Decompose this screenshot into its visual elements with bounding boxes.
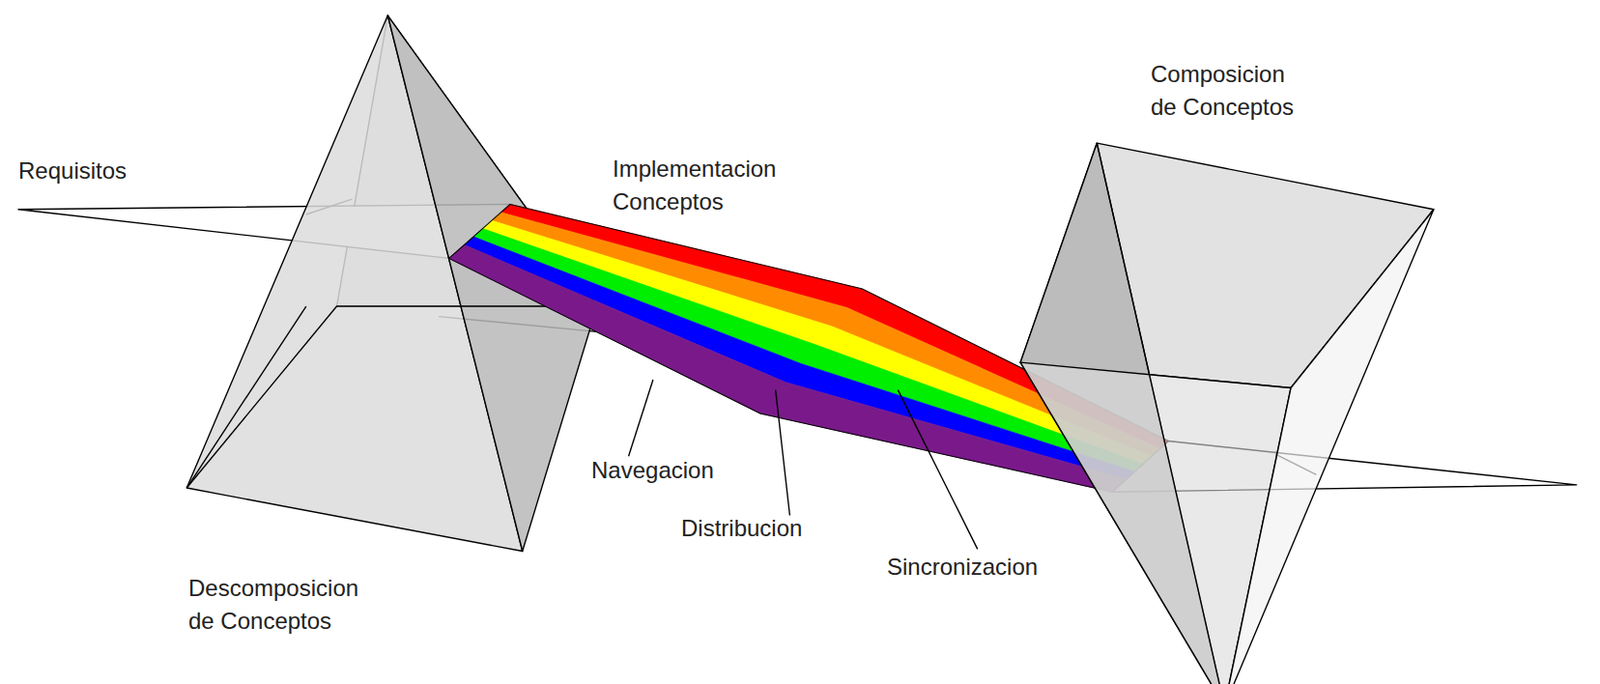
prism-edge	[186, 306, 307, 488]
label: Navegacion	[591, 454, 715, 487]
leader-line	[628, 379, 654, 457]
leader-line	[775, 390, 791, 516]
label: Requisitos	[18, 154, 127, 188]
prism-edge	[186, 306, 598, 488]
leader-line	[897, 390, 977, 550]
label: Sincronizacion	[886, 550, 1038, 584]
label: Distribucion	[681, 512, 802, 545]
label: Implementacion Conceptos	[612, 152, 787, 218]
prism-face	[1224, 209, 1434, 684]
label: Descomposicion de Conceptos	[188, 571, 368, 637]
label: Composicion de Conceptos	[1150, 57, 1306, 123]
prism-edge	[1096, 142, 1225, 684]
